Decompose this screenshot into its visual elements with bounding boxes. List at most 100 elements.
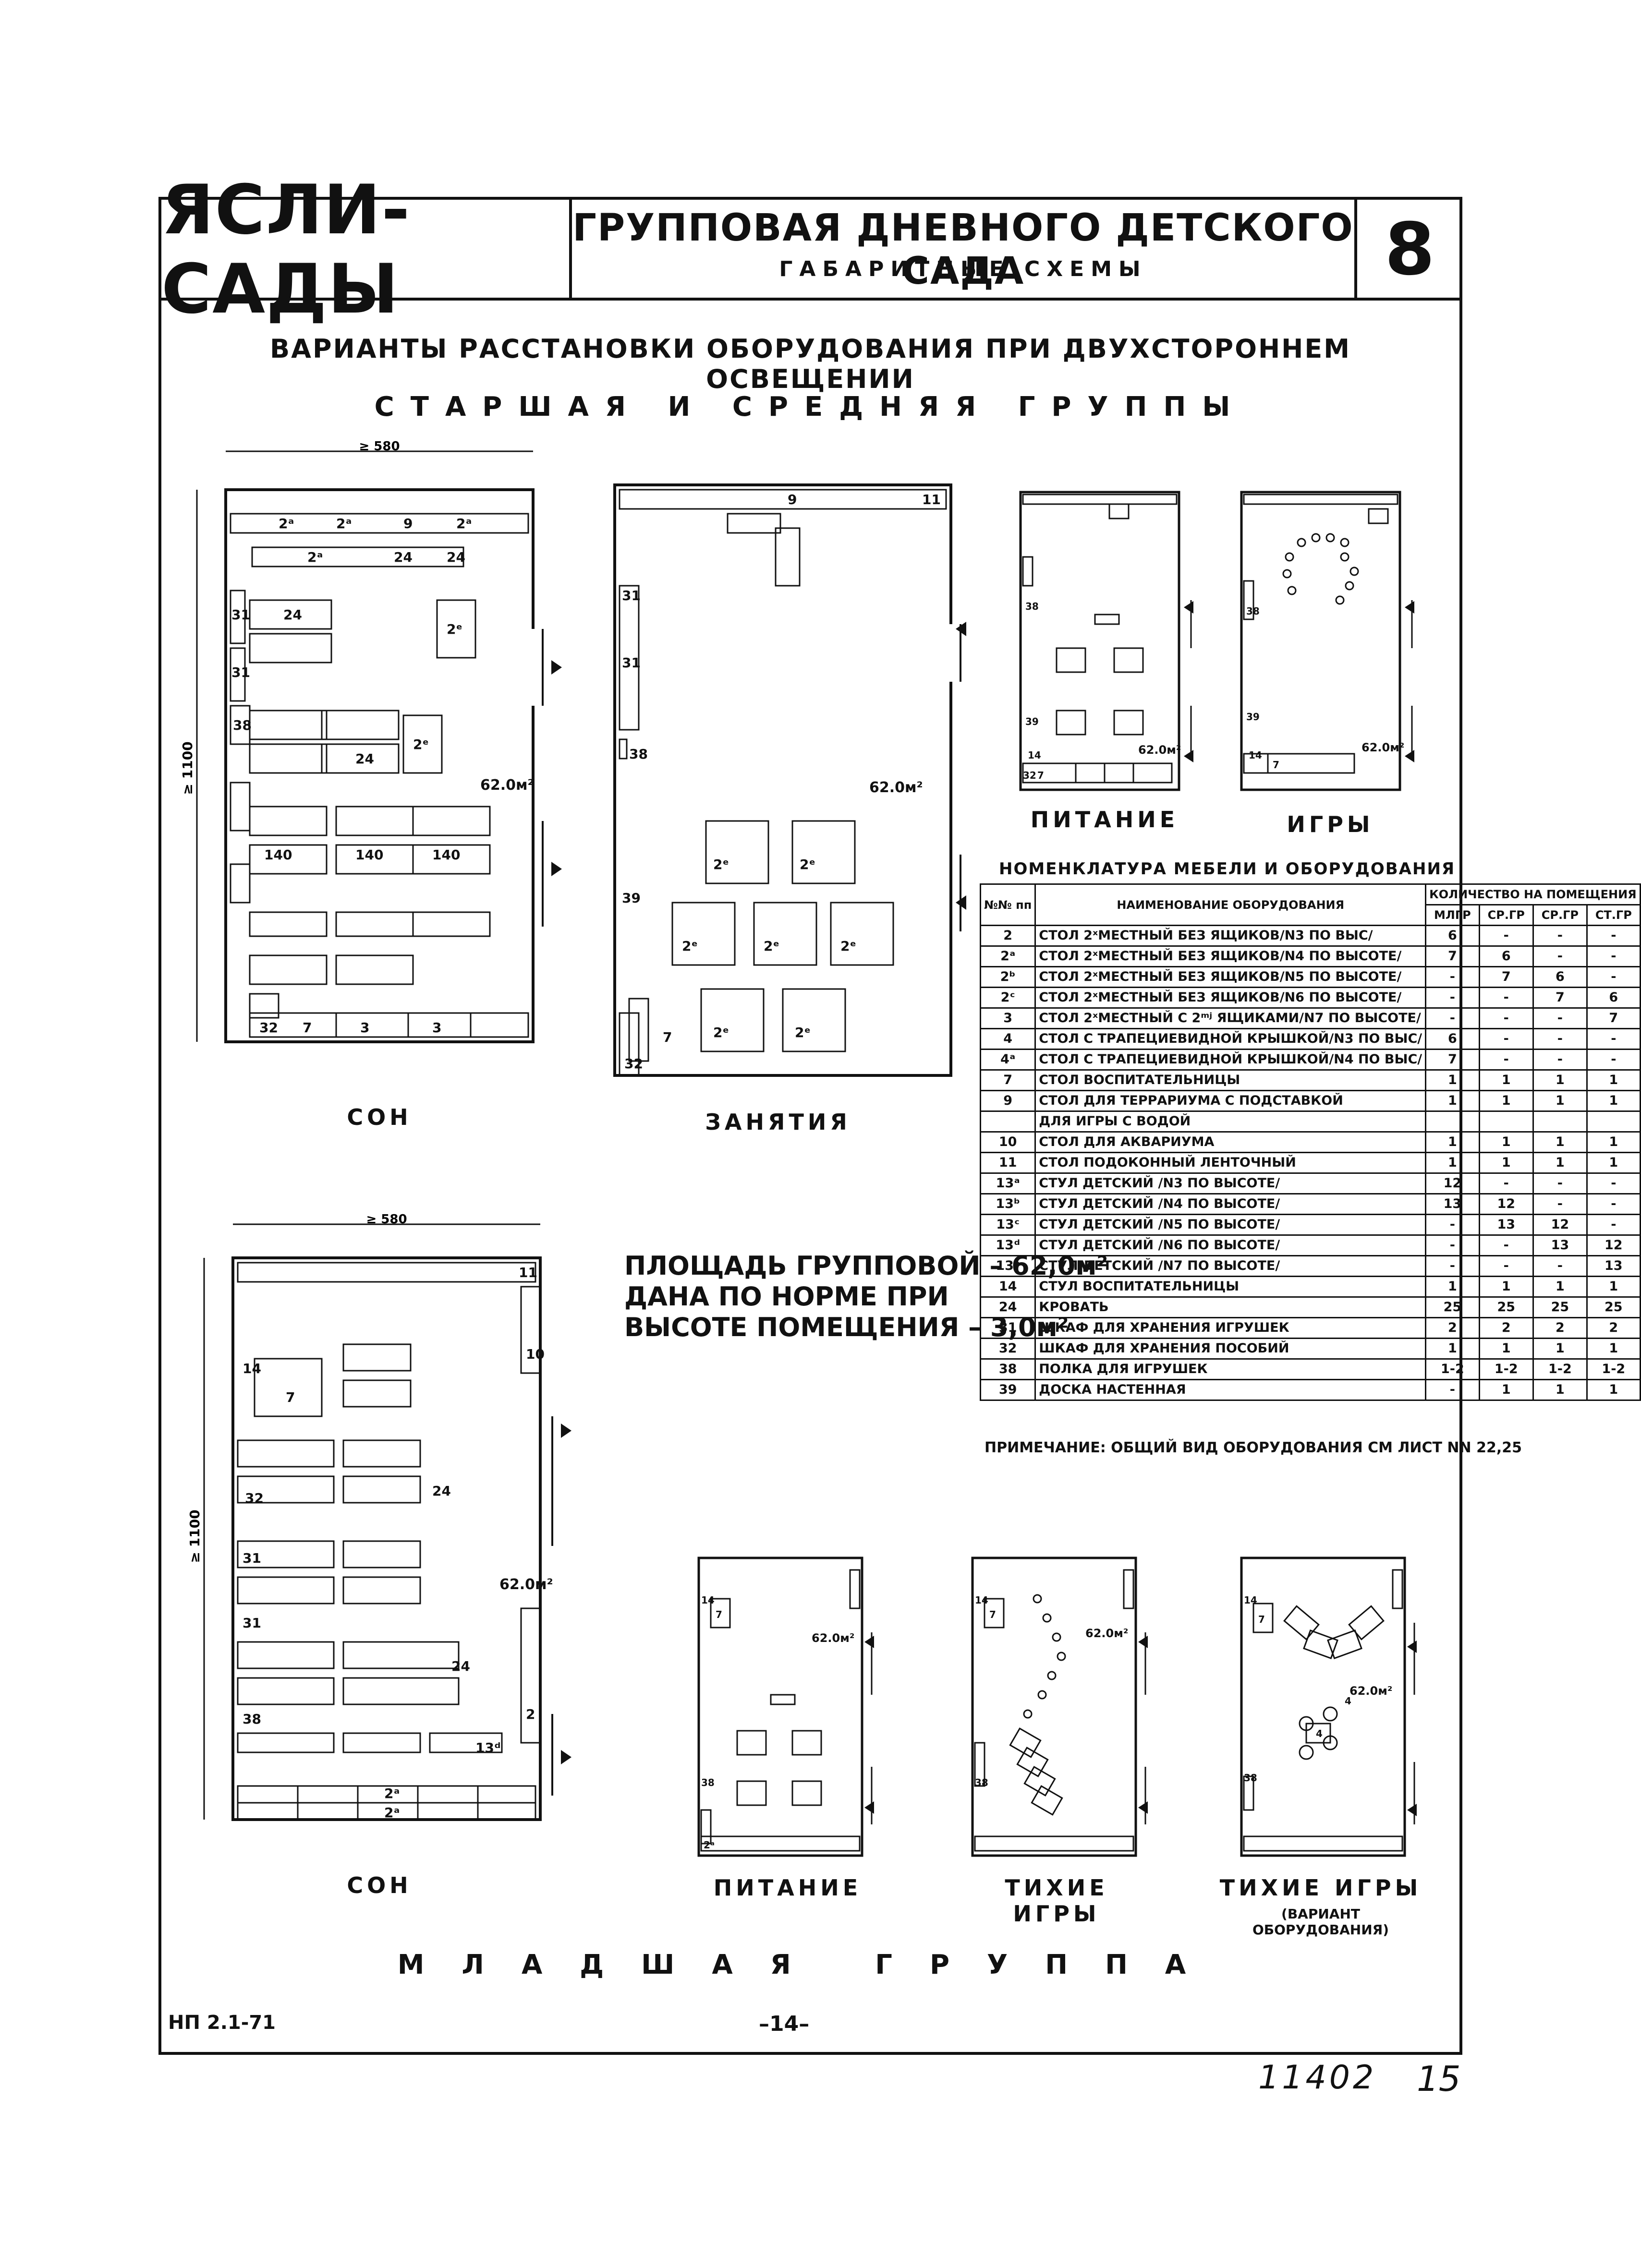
area-note-line: ДАНА ПО НОРМЕ ПРИ: [624, 1281, 949, 1312]
svg-text:140: 140: [355, 847, 383, 863]
svg-text:38: 38: [243, 1711, 261, 1727]
svg-text:62.0м²: 62.0м²: [1361, 741, 1404, 754]
row-name: КРОВАТЬ: [1034, 1296, 1427, 1318]
row-qty: 25: [1586, 1296, 1641, 1318]
subcol-header: СТ.ГР: [1586, 904, 1641, 926]
row-qty: 25: [1478, 1296, 1534, 1318]
svg-text:38: 38: [233, 717, 252, 733]
svg-text:38: 38: [1246, 605, 1260, 617]
row-qty: 1: [1425, 1090, 1480, 1112]
svg-text:14: 14: [1249, 749, 1262, 761]
row-qty: -: [1532, 1255, 1588, 1277]
svg-text:38: 38: [701, 1777, 715, 1788]
row-qty: [1478, 1110, 1534, 1133]
svg-text:2ᵉ: 2ᵉ: [800, 857, 815, 872]
row-number: 31: [979, 1317, 1036, 1339]
row-qty: -: [1532, 945, 1588, 967]
row-qty: -: [1532, 1172, 1588, 1194]
area-note: ПЛОЩАДЬ ГРУППОВОЙ – 62,0м² ДАНА ПО НОРМЕ…: [624, 1251, 1108, 1343]
nomenclature-table-wrap: №№ пп НАИМЕНОВАНИЕ ОБОРУДОВАНИЯ КОЛИЧЕСТ…: [979, 883, 1641, 1401]
svg-text:14: 14: [701, 1594, 715, 1606]
row-qty: 1: [1532, 1379, 1588, 1401]
row-qty: -: [1425, 1234, 1480, 1256]
nomenclature-title: НОМЕНКЛАТУРА МЕБЕЛИ И ОБОРУДОВАНИЯ: [999, 859, 1456, 879]
header-separator: [1354, 197, 1357, 299]
svg-text:7: 7: [663, 1029, 672, 1045]
svg-text:2ᵃ: 2ᵃ: [456, 516, 472, 531]
svg-text:32: 32: [259, 1020, 278, 1036]
svg-text:24: 24: [432, 1483, 451, 1499]
row-qty: 1: [1478, 1379, 1534, 1401]
row-qty: 1: [1532, 1131, 1588, 1153]
row-number: [979, 1110, 1036, 1133]
row-number: 32: [979, 1338, 1036, 1360]
row-qty: -: [1425, 1379, 1480, 1401]
svg-text:32: 32: [624, 1056, 643, 1072]
svg-text:62.0м²: 62.0м²: [480, 777, 534, 794]
row-number: 24: [979, 1296, 1036, 1318]
row-qty: 1: [1478, 1069, 1534, 1091]
col-qty-header: КОЛИЧЕСТВО НА ПОМЕЩЕНИЯ: [1425, 883, 1641, 905]
row-number: 13ᶜ: [979, 1214, 1036, 1236]
row-number: 13ᵈ: [979, 1234, 1036, 1256]
row-qty: 12: [1478, 1193, 1534, 1215]
row-qty: 1: [1532, 1276, 1588, 1298]
row-name: ПОЛКА ДЛЯ ИГРУШЕК: [1034, 1358, 1427, 1380]
row-qty: 1: [1586, 1090, 1641, 1112]
row-qty: -: [1425, 1255, 1480, 1277]
row-name: СТОЛ ПОДОКОННЫЙ ЛЕНТОЧНЫЙ: [1034, 1152, 1427, 1174]
row-number: 4ᵃ: [979, 1049, 1036, 1071]
row-number: 4: [979, 1028, 1036, 1050]
width-dim: ≥ 580: [359, 439, 400, 454]
row-qty: 1-2: [1478, 1358, 1534, 1380]
row-qty: 6: [1586, 987, 1641, 1009]
row-name: ДЛЯ ИГРЫ С ВОДОЙ: [1034, 1110, 1427, 1133]
nomenclature-table: №№ пп НАИМЕНОВАНИЕ ОБОРУДОВАНИЯ КОЛИЧЕСТ…: [979, 883, 1641, 1401]
row-qty: 1: [1478, 1276, 1534, 1298]
row-qty: -: [1586, 1028, 1641, 1050]
row-qty: 1: [1478, 1131, 1534, 1153]
svg-text:24: 24: [283, 607, 302, 623]
sheet-number: 8: [1385, 208, 1435, 291]
svg-text:62.0м²: 62.0м²: [1349, 1684, 1392, 1698]
row-qty: -: [1532, 925, 1588, 947]
svg-text:3: 3: [360, 1020, 369, 1036]
row-qty: -: [1425, 987, 1480, 1009]
row-qty: 13: [1425, 1193, 1480, 1215]
row-name: СТУЛ ДЕТСКИЙ /N5 ПО ВЫСОТЕ/: [1034, 1214, 1427, 1236]
svg-text:38: 38: [975, 1777, 988, 1788]
row-qty: 2: [1586, 1317, 1641, 1339]
table-note: ПРИМЕЧАНИЕ: ОБЩИЙ ВИД ОБОРУДОВАНИЯ СМ ЛИ…: [985, 1439, 1522, 1456]
svg-text:24: 24: [394, 549, 413, 565]
table-row: ДЛЯ ИГРЫ С ВОДОЙ: [979, 1110, 1641, 1133]
row-qty: 1: [1478, 1338, 1534, 1360]
svg-text:10: 10: [526, 1346, 545, 1362]
row-number: 2ᵃ: [979, 945, 1036, 967]
row-number: 7: [979, 1069, 1036, 1091]
row-number: 13ᵉ: [979, 1255, 1036, 1277]
svg-text:4: 4: [1316, 1728, 1323, 1739]
svg-text:24: 24: [447, 549, 465, 565]
row-qty: -: [1532, 1193, 1588, 1215]
row-qty: -: [1478, 1007, 1534, 1029]
row-qty: 1: [1586, 1276, 1641, 1298]
row-qty: -: [1586, 1049, 1641, 1071]
svg-text:7: 7: [1037, 770, 1044, 781]
svg-text:62.0м²: 62.0м²: [1138, 743, 1181, 757]
header-separator: [569, 197, 572, 299]
row-qty: -: [1586, 925, 1641, 947]
row-name: СТУЛ ДЕТСКИЙ /N3 ПО ВЫСОТЕ/: [1034, 1172, 1427, 1194]
